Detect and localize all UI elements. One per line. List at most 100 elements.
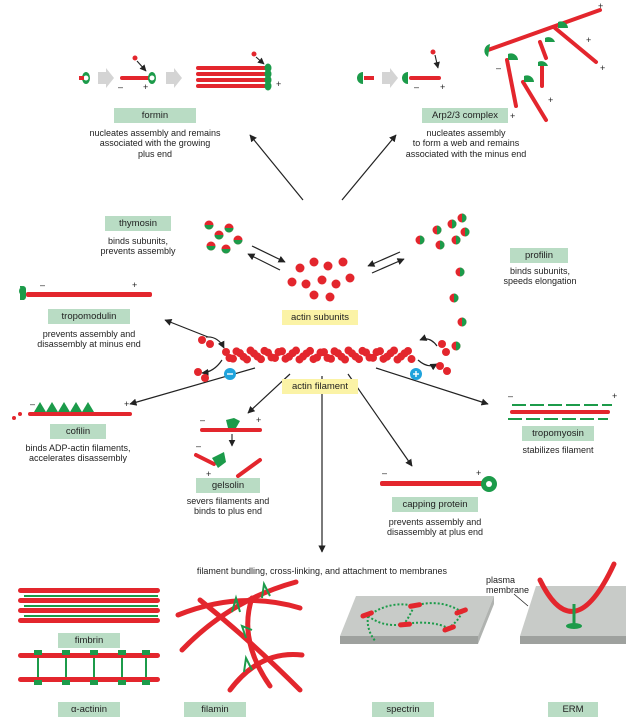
filament-subunit bbox=[404, 346, 412, 355]
tropomodulin-minus-sign: – bbox=[40, 280, 46, 290]
erm-illustration bbox=[513, 561, 626, 644]
free-actin-subunits bbox=[287, 257, 355, 302]
filament-subunit bbox=[257, 355, 265, 364]
cofilin-description: binds ADP-actin filaments, accelerates d… bbox=[25, 443, 131, 464]
formin-illustration bbox=[79, 51, 272, 91]
profilin-bound-subunits bbox=[415, 213, 470, 351]
regulation-arrows bbox=[129, 134, 489, 553]
fimbrin-label: fimbrin bbox=[58, 633, 120, 648]
filamin-crosslinks bbox=[231, 580, 271, 673]
arp23-description: nucleates assembly to form a web and rem… bbox=[405, 128, 527, 159]
formin-description: nucleates assembly and remains associate… bbox=[89, 128, 221, 159]
gelsolin-lower-plus-sign: + bbox=[206, 469, 212, 479]
arrow-plus-end-in bbox=[419, 334, 438, 347]
arrow-to-tropomodulin bbox=[164, 319, 209, 338]
actin-subunits-label: actin subunits bbox=[282, 310, 358, 325]
arp23-web-plus-sign-2: + bbox=[586, 35, 592, 45]
arrow-plus-end-out bbox=[417, 359, 438, 371]
cofilin-plus-sign: + bbox=[124, 399, 130, 409]
thymosin-bound-subunits bbox=[204, 220, 243, 254]
arrow-to-capping bbox=[347, 373, 413, 467]
arrow-to-formin bbox=[249, 134, 304, 201]
arrow-thymosin-bind bbox=[251, 245, 286, 263]
actin-filament-label: actin filament bbox=[282, 379, 358, 394]
filament-subunit bbox=[222, 348, 230, 356]
cofilin-minus-sign: – bbox=[30, 399, 36, 409]
gelsolin-description: severs filaments and binds to plus end bbox=[186, 496, 270, 517]
filament-subunit bbox=[327, 354, 335, 363]
gelsolin-plus-sign: + bbox=[256, 415, 262, 425]
arrow-minus-end-out bbox=[201, 359, 223, 377]
cofilin-label: cofilin bbox=[50, 424, 106, 439]
formin-plus-sign: + bbox=[143, 82, 149, 92]
arp23-web-plus-sign-1: + bbox=[598, 1, 604, 11]
arrow-minus-end-in bbox=[205, 336, 225, 349]
arp23-illustration bbox=[357, 8, 602, 122]
gelsolin-lower-minus-sign: – bbox=[196, 441, 202, 451]
capping-plus-sign: + bbox=[476, 468, 482, 478]
alpha-actinin-illustration bbox=[18, 650, 160, 685]
arrow-profilin-release bbox=[371, 258, 405, 274]
capping-protein-label: capping protein bbox=[392, 497, 478, 512]
filament-subunit bbox=[341, 355, 349, 364]
arrow-thymosin-release bbox=[247, 253, 281, 271]
filamin-label: filamin bbox=[184, 702, 246, 717]
fimbrin-illustration bbox=[18, 588, 160, 623]
arrow-to-arp23 bbox=[341, 134, 397, 201]
tropomyosin-label: tropomyosin bbox=[522, 426, 594, 441]
filament-subunit bbox=[376, 347, 384, 356]
filament-subunit bbox=[278, 347, 286, 356]
erm-label: ERM bbox=[548, 702, 598, 717]
profilin-label: profilin bbox=[510, 248, 568, 263]
filament-subunit bbox=[355, 355, 363, 364]
arp23-web-plus-sign-4: + bbox=[548, 95, 554, 105]
filament-subunit bbox=[306, 346, 314, 355]
filamin-illustration bbox=[175, 579, 305, 693]
tropomodulin-plus-sign: + bbox=[132, 280, 138, 290]
arp23-web-minus-sign: – bbox=[496, 63, 502, 73]
tropomyosin-illustration bbox=[508, 404, 612, 420]
filament-subunit bbox=[407, 355, 416, 364]
gelsolin-minus-sign: – bbox=[200, 415, 206, 425]
formin-label: formin bbox=[114, 108, 196, 123]
thymosin-label: thymosin bbox=[105, 216, 171, 231]
formin-bundle-plus-sign: + bbox=[276, 79, 282, 89]
filament-subunit bbox=[390, 346, 398, 355]
gelsolin-label: gelsolin bbox=[196, 478, 260, 493]
arrow-profilin-bind bbox=[367, 251, 401, 267]
formin-minus-sign: – bbox=[118, 82, 124, 92]
filament-subunit bbox=[229, 354, 237, 363]
tropomyosin-plus-sign: + bbox=[612, 391, 618, 401]
arp23-plus-sign: + bbox=[440, 82, 446, 92]
spectrin-label: spectrin bbox=[372, 702, 434, 717]
gelsolin-illustration bbox=[194, 418, 262, 478]
arrow-to-cofilin bbox=[129, 367, 256, 406]
actin-filament bbox=[222, 346, 416, 364]
plasma-membrane-label: plasma membrane bbox=[486, 575, 530, 596]
tropomyosin-minus-sign: – bbox=[508, 391, 514, 401]
filament-subunit bbox=[292, 346, 300, 355]
arp23-label: Arp2/3 complex bbox=[422, 108, 508, 123]
tropomyosin-description: stabilizes filament bbox=[522, 445, 594, 455]
tropomodulin-label: tropomodulin bbox=[48, 309, 130, 324]
tropomodulin-illustration bbox=[19, 286, 152, 300]
filament-subunit bbox=[271, 353, 279, 362]
spectrin-illustration bbox=[340, 596, 494, 644]
tropomodulin-description: prevents assembly and disassembly at min… bbox=[37, 329, 141, 350]
filament-end-subunits bbox=[194, 336, 451, 382]
profilin-description: binds subunits, speeds elongation bbox=[503, 266, 577, 287]
filament-subunit bbox=[320, 348, 328, 357]
filament-subunit bbox=[243, 355, 251, 364]
capping-protein-illustration bbox=[380, 476, 497, 492]
arrow-to-tropomyosin bbox=[375, 367, 489, 406]
alpha-actinin-label: α-actinin bbox=[58, 702, 120, 717]
arp23-web-plus-sign-5: + bbox=[510, 111, 516, 121]
bundling-heading: filament bundling, cross-linking, and at… bbox=[196, 566, 448, 576]
capping-protein-description: prevents assembly and disassembly at plu… bbox=[386, 517, 484, 538]
arp23-minus-sign: – bbox=[414, 82, 420, 92]
cofilin-illustration bbox=[12, 402, 132, 420]
thymosin-description: binds subunits, prevents assembly bbox=[100, 236, 176, 257]
capping-minus-sign: – bbox=[382, 468, 388, 478]
arp23-web-plus-sign-3: + bbox=[600, 63, 606, 73]
